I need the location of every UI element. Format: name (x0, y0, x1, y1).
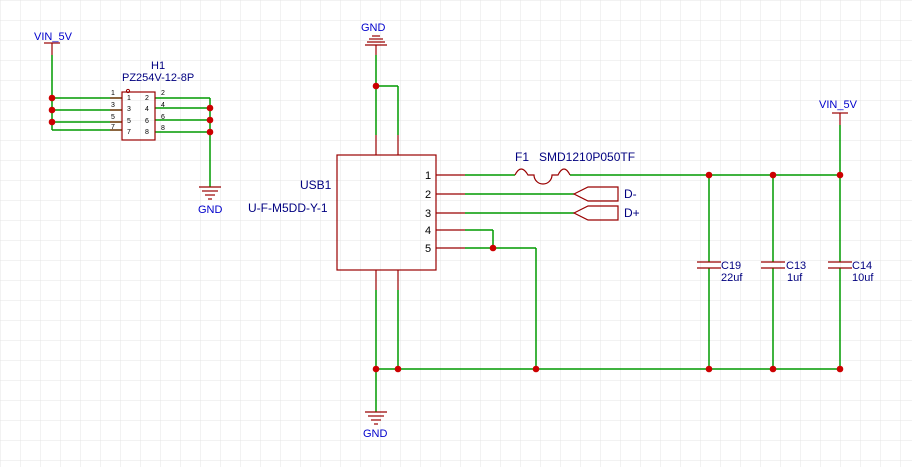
usb-wires (375, 55, 841, 412)
dplus-label: D+ (624, 206, 640, 220)
header-pin-8: 8 (145, 129, 149, 136)
usb-junctions (372, 82, 844, 373)
gnd-label-bottom: GND (363, 428, 388, 440)
header-pin-3: 3 (127, 106, 131, 113)
dplus-net-flag[interactable] (572, 205, 619, 221)
dminus-label: D- (624, 187, 637, 201)
c13-value: 1uf (787, 272, 803, 284)
gnd-label-top: GND (361, 22, 386, 34)
c19-value: 22uf (721, 272, 743, 284)
capacitor-c14-symbol[interactable] (828, 261, 852, 269)
vin-power-flag-left[interactable] (44, 42, 60, 55)
header-pin-6: 6 (145, 118, 149, 125)
c13-designator: C13 (786, 260, 806, 272)
c14-value: 10uf (852, 272, 874, 284)
usb-pin-5: 5 (425, 243, 431, 255)
capacitor-c13-symbol[interactable] (761, 261, 785, 269)
header-pin-7: 7 (127, 129, 131, 136)
header-pin-2-outer: 2 (161, 90, 165, 97)
gnd-symbol-header[interactable] (199, 186, 221, 200)
header-part-number: PZ254V-12-8P (122, 72, 194, 84)
pin1-marker (125, 88, 131, 94)
usb-pin-4: 4 (425, 225, 431, 237)
header-pin-5: 5 (127, 118, 131, 125)
header-pin-8-outer: 8 (161, 125, 165, 132)
c19-designator: C19 (721, 260, 741, 272)
vin-label-left: VIN_5V (34, 31, 73, 43)
header-pin-2: 2 (145, 95, 149, 102)
usb-pin-stubs (375, 135, 465, 290)
usb-pin-2: 2 (425, 189, 431, 201)
fuse-part-number: SMD1210P050TF (539, 150, 635, 164)
fuse-f1-symbol[interactable] (514, 168, 571, 185)
header-pin-7-outer: 7 (111, 124, 115, 131)
capacitor-c19-symbol[interactable] (697, 261, 721, 269)
header-pin-4: 4 (145, 106, 149, 113)
header-h1-body[interactable] (121, 91, 156, 141)
vin-power-flag-right[interactable] (832, 112, 848, 125)
header-pin-3-outer: 3 (111, 102, 115, 109)
gnd-label-header: GND (198, 204, 223, 216)
header-designator: H1 (151, 60, 165, 72)
header-pin-stubs (110, 97, 122, 131)
header-right-wires (155, 97, 211, 187)
usb-part-number: U-F-M5DD-Y-1 (248, 201, 328, 215)
dminus-net-flag[interactable] (572, 186, 619, 202)
usb-pin-1: 1 (425, 170, 431, 182)
usb-pin-3: 3 (425, 208, 431, 220)
header-pin-5-outer: 5 (111, 114, 115, 121)
gnd-symbol-bottom[interactable] (365, 411, 387, 425)
header-junctions (48, 94, 214, 136)
vin-label-right: VIN_5V (819, 99, 858, 111)
c14-designator: C14 (852, 260, 872, 272)
usb-designator: USB1 (300, 178, 332, 192)
header-pin-1: 1 (127, 95, 131, 102)
header-pin-4-outer: 4 (161, 102, 165, 109)
header-pin-6-outer: 6 (161, 114, 165, 121)
header-section: VIN_5V 1 3 5 7 (34, 31, 223, 216)
usb-section: GND USB1 U-F-M5DD-Y-1 1 2 3 4 5 (248, 22, 874, 440)
fuse-designator: F1 (515, 150, 529, 164)
gnd-symbol-top[interactable] (365, 35, 387, 55)
header-pin-1-outer: 1 (111, 90, 115, 97)
